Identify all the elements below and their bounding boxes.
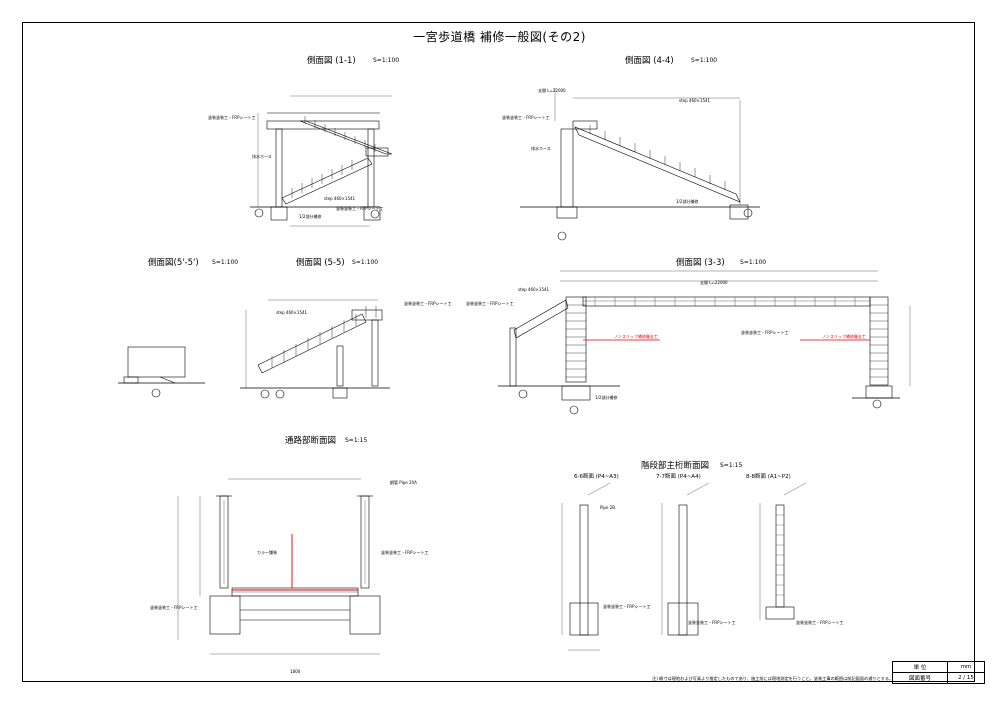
annotation-stairs-4: step 460×1541 xyxy=(276,310,308,315)
annotation-stairs-2: step 460×1541 xyxy=(679,98,711,103)
annotation-color-paving: カラー舗装 xyxy=(257,550,277,555)
annotation-frp-5: 塗装塗装工・FRPシート工 xyxy=(466,301,514,306)
view-label-5p-5p: 側面図(5'-5') xyxy=(148,258,199,268)
annotation-frp-11: 塗装塗装工・FRPシート工 xyxy=(796,620,844,625)
subview-label-8-8: 8-8断面 (A1~P2) xyxy=(746,474,791,480)
annotation-frp-8: 塗装塗装工・FRPシート工 xyxy=(381,550,429,555)
view-label-4-4: 側面図 (4-4) xyxy=(625,56,674,66)
annotation-drain-1: 排水ホース xyxy=(252,154,272,159)
view-scale-kaidan: S=1:15 xyxy=(720,462,743,469)
view-label-1-1: 側面図 (1-1) xyxy=(307,56,356,66)
view-label-tsuro: 通路部断面図 xyxy=(285,436,337,446)
annotation-frp-9: 塗装塗装工・FRPシート工 xyxy=(603,604,651,609)
annotation-drain-2: 排水ホース xyxy=(531,146,551,151)
side-view-5p-5p xyxy=(118,346,205,398)
stair-girder-sections xyxy=(561,482,807,651)
view-label-kaidan: 階段部主桁断面図 xyxy=(641,461,710,471)
annotation-partial-3: 1/2部分補修 xyxy=(595,395,618,400)
drawing-frame xyxy=(22,22,975,682)
annotation-span-2: 支間 L=22000 xyxy=(538,88,566,93)
view-scale-5-5: S=1:100 xyxy=(352,259,379,266)
footnote: 注) 概寸は現地および写真より推定したものであり、施工前には現地測定を行うこと。… xyxy=(652,676,894,681)
annotation-frp-6: 塗装塗装工・FRPシート工 xyxy=(741,330,789,335)
annotation-frp-4: 塗装塗装工・FRPシート工 xyxy=(404,301,452,306)
annotation-red-note-2: ノンスリップ補修撤去工 xyxy=(822,334,866,339)
annotation-frp-7: 塗装塗装工・FRPシート工 xyxy=(150,605,198,610)
annotation-pipe-1: 鋼管 Pipe 20A xyxy=(390,480,417,485)
sheet-label: 図面番号 xyxy=(892,672,948,684)
view-label-5-5: 側面図 (5-5) xyxy=(296,258,345,268)
annotation-red-note-1: ノンスリップ補修撤去工 xyxy=(614,334,658,339)
view-label-3-3: 側面図 (3-3) xyxy=(676,258,725,268)
annotation-frp-10: 塗装塗装工・FRPシート工 xyxy=(688,620,736,625)
annotation-frp-1: 塗装塗装工・FRPシート工 xyxy=(208,115,256,120)
sheet-value: 2 / 15 xyxy=(947,672,985,684)
view-scale-5p-5p: S=1:100 xyxy=(212,259,239,266)
annotation-pipe-2: Pipe 2B xyxy=(600,505,615,510)
annotation-stairs-1: step 460×1541 xyxy=(324,196,356,201)
side-view-5-5 xyxy=(240,299,390,399)
view-scale-4-4: S=1:100 xyxy=(691,57,718,64)
unit-label: 単 位 xyxy=(892,661,948,673)
annotation-partial-1: 1/2部分補修 xyxy=(299,214,322,219)
title-block: 単 位 mm 図面番号 2 / 15 xyxy=(892,661,985,684)
side-view-4-4 xyxy=(520,88,760,241)
annotation-frp-2: 塗装塗装工・FRPシート工 xyxy=(336,206,384,211)
drawing-title: 一宮歩道橋 補修一般図(その2) xyxy=(413,30,586,44)
annotation-partial-2: 1/2部分補修 xyxy=(676,199,699,204)
view-scale-3-3: S=1:100 xyxy=(740,259,767,266)
side-view-1-1 xyxy=(250,95,393,227)
annotation-span: 支間 L=22000 xyxy=(700,280,728,285)
walkway-cross-section xyxy=(177,478,381,655)
subview-label-6-6: 6-6断面 (P4~A3) xyxy=(574,474,619,480)
annotation-stairs-3: step 460×1541 xyxy=(518,287,550,292)
annotation-frp-3: 塗装塗装工・FRPシート工 xyxy=(502,115,550,120)
annotation-width: 1800 xyxy=(290,669,301,674)
unit-value: mm xyxy=(947,661,985,673)
view-scale-tsuro: S=1:15 xyxy=(345,437,368,444)
view-scale-1-1: S=1:100 xyxy=(373,57,400,64)
subview-label-7-7: 7-7断面 (P4~A4) xyxy=(656,474,701,480)
walkway-red-markup xyxy=(232,534,358,591)
side-view-3-3 xyxy=(498,270,911,415)
